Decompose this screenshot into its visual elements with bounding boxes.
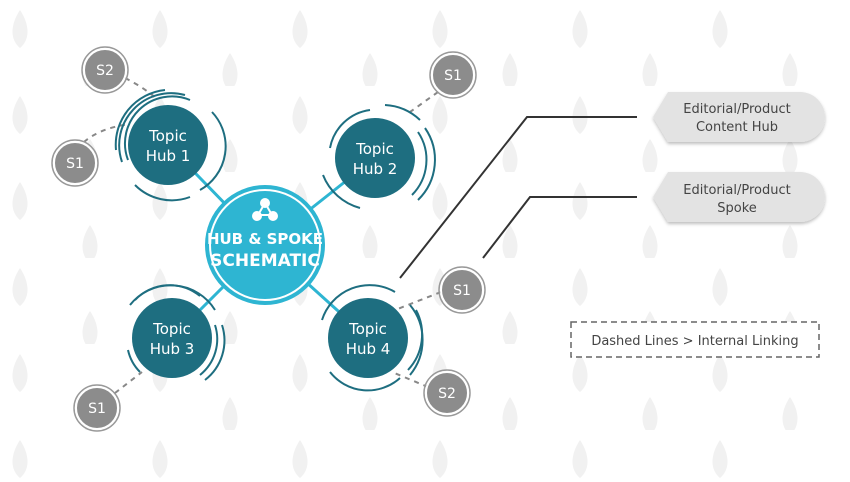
callout-content-hub: [653, 92, 825, 142]
spoke-label: S1: [453, 283, 471, 299]
spoke-label: S1: [88, 401, 106, 417]
internal-link-lines: [83, 77, 442, 394]
topic-hub-2[interactable]: Topic Hub 2: [335, 118, 415, 198]
callout-label: Content Hub: [696, 120, 778, 135]
spoke-node-s2[interactable]: S2: [423, 369, 471, 417]
hub-label: Hub 2: [353, 160, 398, 178]
topic-hub-4[interactable]: Topic Hub 4: [328, 298, 408, 378]
callout-lines: [399, 116, 637, 279]
spoke-node-s2[interactable]: S2: [81, 46, 129, 94]
spoke-node-s1[interactable]: S1: [429, 51, 477, 99]
spoke-label: S1: [66, 156, 84, 172]
spoke-label: S1: [444, 68, 462, 84]
hub-label: Hub 3: [150, 340, 195, 358]
hub-orbit-arcs: [114, 89, 436, 392]
legend-box: [570, 321, 820, 358]
legend-text: Dashed Lines > Internal Linking: [591, 334, 798, 349]
hub-label: Topic: [148, 127, 187, 145]
topic-hub-1[interactable]: Topic Hub 1: [128, 105, 208, 185]
center-line1: HUB & SPOKE: [207, 230, 323, 248]
hub-label: Topic: [348, 320, 387, 338]
center-hub[interactable]: HUB & SPOKE SCHEMATIC: [205, 185, 325, 305]
spoke-node-s1[interactable]: S1: [73, 384, 121, 432]
callout-label: Spoke: [717, 201, 757, 216]
spoke-node-s1[interactable]: S1: [438, 266, 486, 314]
hub-label: Topic: [152, 320, 191, 338]
hub-label: Hub 1: [146, 147, 191, 165]
callout-spoke: [653, 172, 825, 222]
callout-label: Editorial/Product: [683, 102, 790, 117]
hub-label: Hub 4: [346, 340, 391, 358]
network-nodes-icon: [252, 198, 278, 221]
spoke-label: S2: [438, 386, 456, 402]
callout-label: Editorial/Product: [683, 183, 790, 198]
center-line2: SCHEMATIC: [210, 251, 320, 271]
hub-label: Topic: [355, 140, 394, 158]
spoke-label: S2: [96, 63, 114, 79]
topic-hub-3[interactable]: Topic Hub 3: [132, 298, 212, 378]
spoke-node-s1[interactable]: S1: [51, 139, 99, 187]
